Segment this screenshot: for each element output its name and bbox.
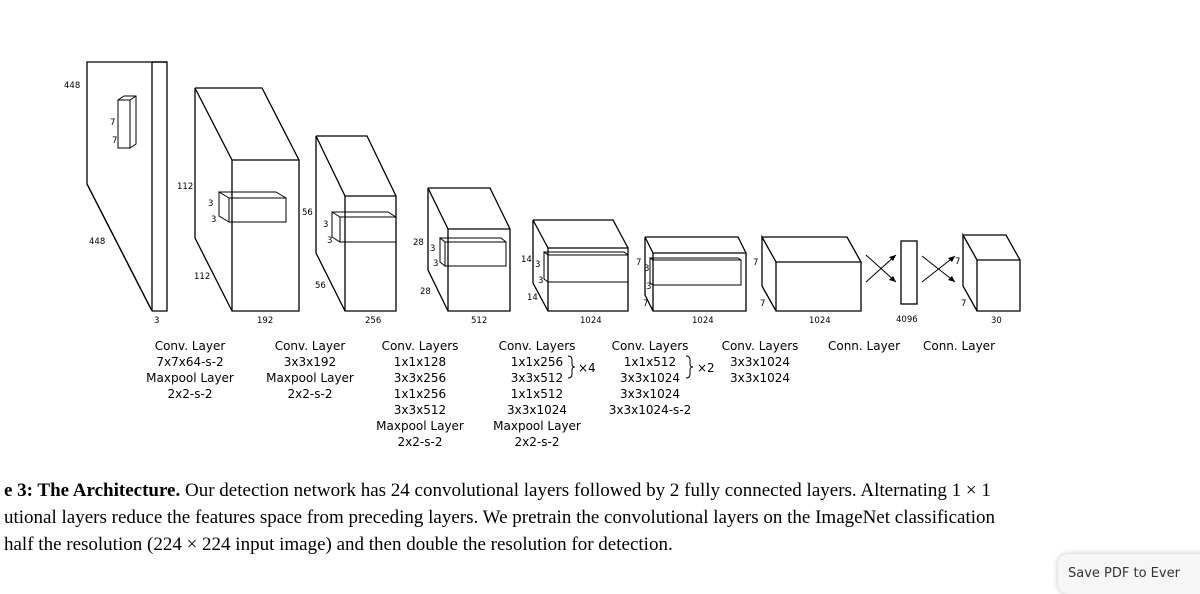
caption-group-3: Conv. Layers 1x1x128 3x3x256 1x1x256 3x3…	[376, 339, 464, 449]
caption-line: 2x2-s-2	[168, 387, 213, 401]
block6-width-label: 7	[760, 299, 765, 309]
caption-line: 1x1x256	[511, 355, 563, 369]
output-height-label: 7	[955, 257, 960, 267]
caption-line: Conv. Layer	[275, 339, 346, 353]
block6-depth-label: 1024	[809, 316, 831, 326]
block2-width-label: 56	[315, 281, 326, 291]
block2-depth-label: 256	[365, 316, 381, 326]
block6-cube	[761, 234, 862, 312]
block2-height-label: 56	[302, 208, 313, 218]
caption-line: Maxpool Layer	[493, 419, 581, 433]
caption-line: 3x3x512	[511, 371, 563, 385]
block3-width-label: 28	[420, 287, 431, 297]
block2-kw-label: 3	[327, 236, 332, 246]
caption-line: Maxpool Layer	[146, 371, 234, 385]
block1-width-label: 112	[194, 272, 210, 282]
caption-line: 3x3x256	[394, 371, 446, 385]
fc-connection-arrows	[865, 254, 956, 283]
repeat-brace-x2	[685, 355, 694, 379]
caption-line: 1x1x128	[394, 355, 446, 369]
caption-line-1: e 3: The Architecture. Our detection net…	[4, 478, 991, 505]
block5-height-label: 7	[636, 258, 641, 268]
block5-kw-label: 3	[646, 282, 651, 292]
caption-line: 3x3x1024	[620, 371, 680, 385]
block5-depth-label: 1024	[692, 316, 714, 326]
block3-depth-label: 512	[471, 316, 487, 326]
block1-depth-label: 192	[257, 316, 273, 326]
block4-height-label: 14	[521, 255, 532, 265]
caption-line: 3x3x512	[394, 403, 446, 417]
caption-group-5: Conv. Layers 1x1x512 3x3x1024 3x3x1024 3…	[609, 339, 692, 417]
block2-kh-label: 3	[323, 220, 328, 230]
architecture-figure: 448 448 3 7 7 112 112 192 3 3 56 56 256 …	[4, 61, 1180, 581]
block3-height-label: 28	[413, 238, 424, 248]
caption-group-6: Conv. Layers 3x3x1024 3x3x1024	[722, 339, 799, 385]
block4-kw-label: 3	[538, 276, 543, 286]
input-layer-slab	[86, 61, 168, 312]
caption-line: 3x3x1024-s-2	[609, 403, 692, 417]
caption-group-7: Conn. Layer	[828, 339, 900, 353]
repeat-brace-x4	[567, 355, 576, 379]
input-height-label: 448	[64, 81, 80, 91]
block3-kw-label: 3	[433, 259, 438, 269]
block1-kh-label: 3	[208, 199, 213, 209]
kernel-w-label: 7	[112, 136, 117, 146]
caption-line: 2x2-s-2	[288, 387, 333, 401]
caption-line: 7x7x64-s-2	[156, 355, 223, 369]
fc-4096-bar	[900, 240, 918, 305]
block5-width-label: 7	[643, 299, 648, 309]
caption-line: 3x3x1024	[620, 387, 680, 401]
repeat-x4-label: ×4	[578, 361, 596, 375]
block5-cube	[644, 236, 747, 312]
caption-line: 1x1x256	[394, 387, 446, 401]
block5-kh-label: 3	[644, 264, 649, 274]
save-pdf-button[interactable]: Save PDF to Ever	[1058, 554, 1200, 594]
block1-cube	[194, 87, 300, 312]
block3-cube	[427, 187, 511, 312]
caption-line: 2x2-s-2	[398, 435, 443, 449]
input-width-label: 448	[89, 237, 105, 247]
fc-dim-label: 4096	[896, 315, 918, 325]
caption-group-1: Conv. Layer 7x7x64-s-2 Maxpool Layer 2x2…	[146, 339, 234, 401]
caption-line: Conv. Layers	[499, 339, 576, 353]
caption-line-3: half the resolution (224 × 224 input ima…	[4, 534, 673, 555]
caption-line: Conn. Layer	[923, 339, 995, 353]
caption-line: Conn. Layer	[828, 339, 900, 353]
block6-height-label: 7	[753, 258, 758, 268]
caption-line: 2x2-s-2	[515, 435, 560, 449]
caption-line: Maxpool Layer	[376, 419, 464, 433]
block1-height-label: 112	[177, 182, 193, 192]
output-depth-label: 30	[991, 316, 1002, 326]
input-depth-label: 3	[154, 316, 159, 326]
repeat-x2-label: ×2	[697, 361, 715, 375]
architecture-diagram: 448 448 3 7 7 112 112 192 3 3 56 56 256 …	[64, 61, 1021, 449]
caption-line: Conv. Layers	[612, 339, 689, 353]
caption-line: Conv. Layers	[722, 339, 799, 353]
kernel-h-label: 7	[110, 118, 115, 128]
caption-line: 1x1x512	[624, 355, 676, 369]
caption-line: 1x1x512	[511, 387, 563, 401]
block4-width-label: 14	[527, 293, 538, 303]
caption-group-8: Conn. Layer	[923, 339, 995, 353]
output-cube	[962, 232, 1021, 312]
block4-kh-label: 3	[535, 260, 540, 270]
output-width-label: 7	[961, 299, 966, 309]
block2-cube	[315, 135, 397, 312]
caption-line: 3x3x1024	[730, 371, 790, 385]
block1-kw-label: 3	[211, 215, 216, 225]
block3-kh-label: 3	[430, 244, 435, 254]
caption-line: 3x3x192	[284, 355, 336, 369]
block4-depth-label: 1024	[580, 316, 602, 326]
caption-bold-title: e 3: The Architecture.	[4, 480, 181, 501]
caption-line-2: utional layers reduce the features space…	[4, 507, 995, 528]
caption-line: Conv. Layers	[382, 339, 459, 353]
caption-line: 3x3x1024	[507, 403, 567, 417]
caption-line: Maxpool Layer	[266, 371, 354, 385]
caption-group-2: Conv. Layer 3x3x192 Maxpool Layer 2x2-s-…	[266, 339, 354, 401]
block4-cube	[532, 219, 629, 312]
caption-line: 3x3x1024	[730, 355, 790, 369]
caption-line1-rest: Our detection network has 24 convolution…	[180, 480, 991, 501]
caption-line: Conv. Layer	[155, 339, 226, 353]
caption-group-4: Conv. Layers 1x1x256 3x3x512 1x1x512 3x3…	[493, 339, 581, 449]
